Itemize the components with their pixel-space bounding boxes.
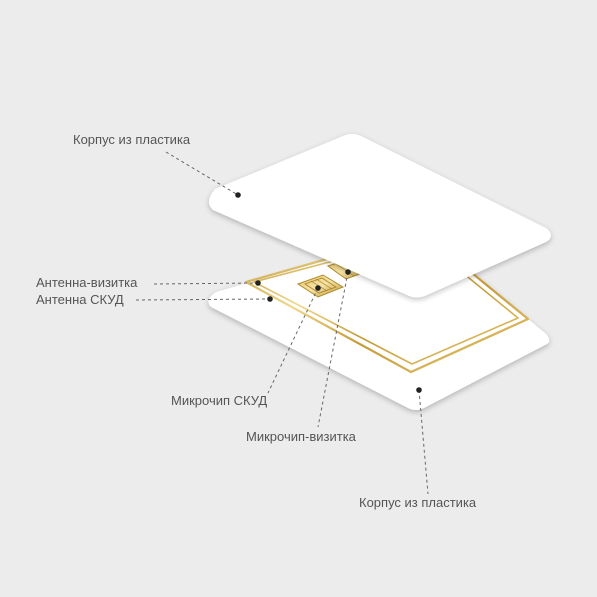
leader-chip-acs (267, 287, 319, 394)
dot-antenna-card (255, 280, 261, 286)
label-top-plastic-body: Корпус из пластика (73, 132, 191, 147)
leader-bottom-body (418, 389, 429, 495)
leader-top-body (165, 151, 239, 196)
dot-top-body (235, 192, 241, 198)
label-microchip-acs: Микрочип СКУД (171, 393, 268, 408)
label-microchip-card: Микрочип-визитка (246, 429, 356, 444)
label-bottom-plastic-body: Корпус из пластика (359, 495, 477, 510)
label-antenna-acs: Антенна СКУД (36, 292, 124, 307)
dot-chip-card (345, 269, 351, 275)
microchip-acs (296, 274, 345, 298)
dot-antenna-acs (267, 296, 273, 302)
leader-chip-card (317, 271, 349, 428)
leader-lines (135, 151, 429, 495)
dot-bottom-body (416, 387, 422, 393)
leader-antenna-acs (135, 298, 271, 301)
marker-dots (235, 192, 422, 393)
leader-antenna-card (153, 282, 259, 285)
dot-chip-acs (315, 285, 321, 291)
label-antenna-card: Антенна-визитка (36, 275, 138, 290)
top-card-body (208, 134, 551, 298)
